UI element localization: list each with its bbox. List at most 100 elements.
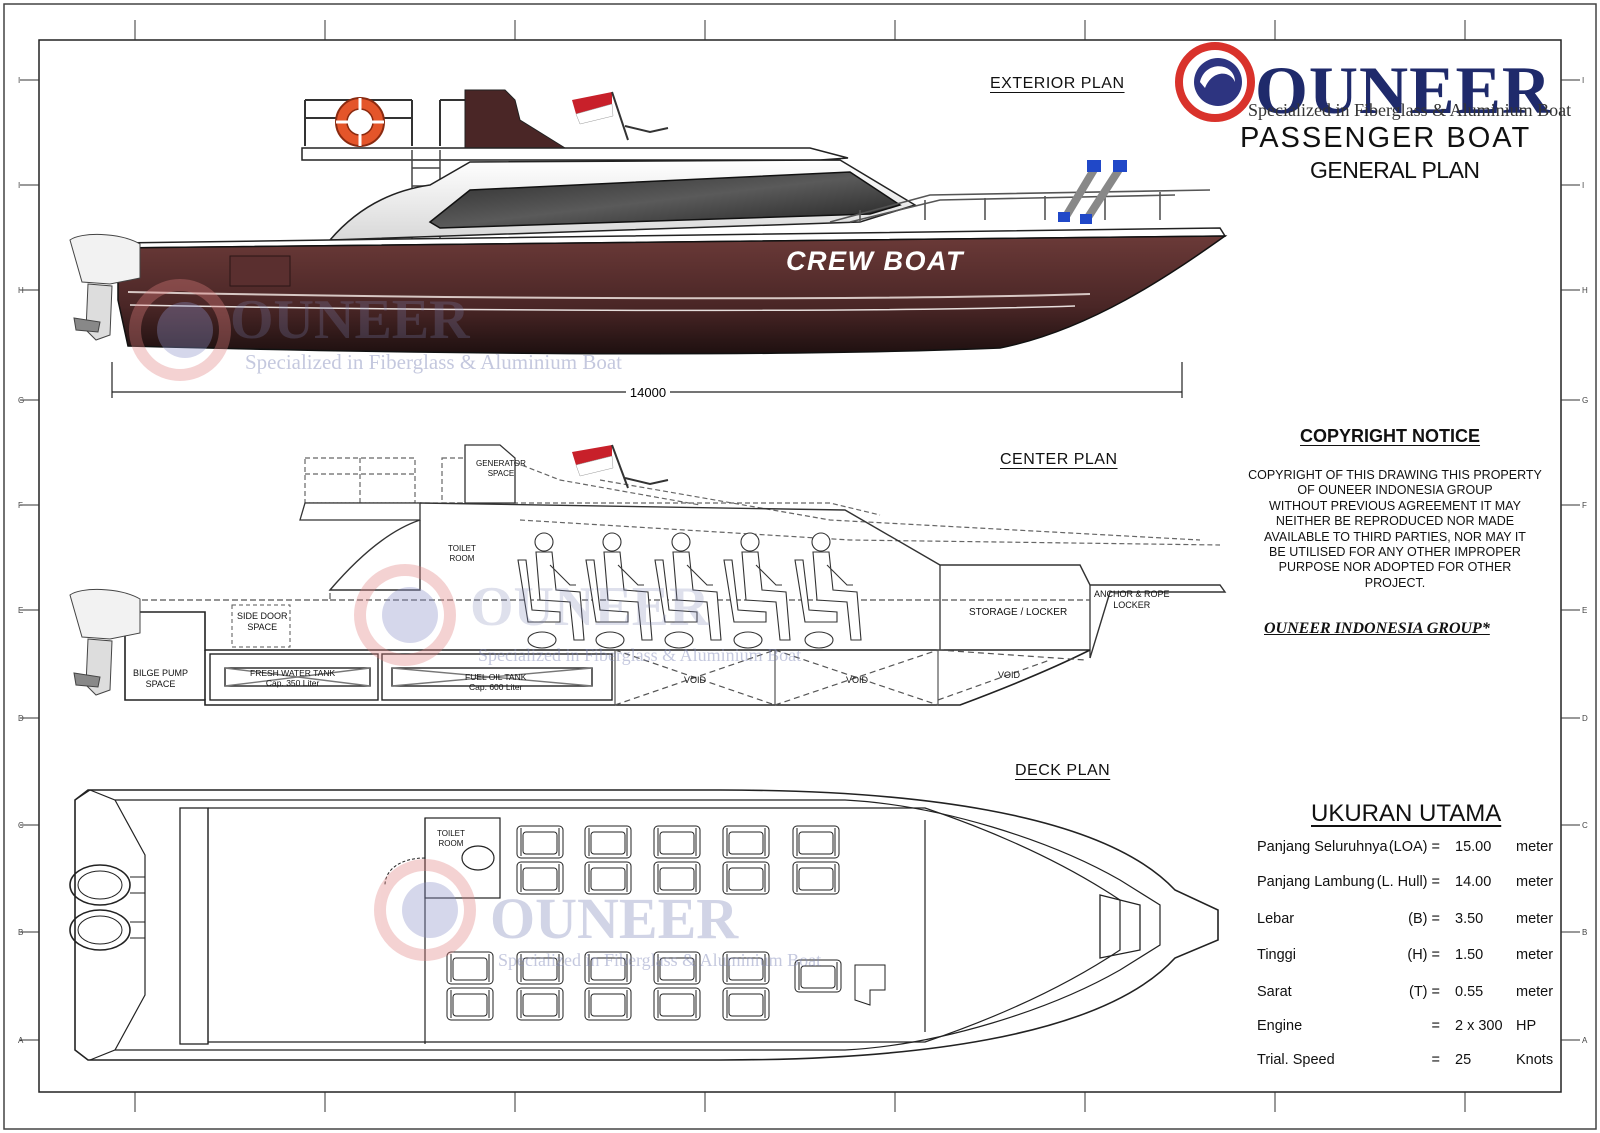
dimension-label: Lebar xyxy=(1257,911,1295,927)
seat-icon xyxy=(792,825,840,859)
border-letter: C xyxy=(18,821,24,830)
passenger-seat-figure xyxy=(585,532,653,649)
storage-locker-label: STORAGE / LOCKER xyxy=(969,607,1068,618)
copyright-line: BE UTILISED FOR ANY OTHER IMPROPER xyxy=(1269,545,1521,560)
dimension-unit: meter xyxy=(1516,984,1554,1000)
watermark-tagline: Specialized in Fiberglass & Aluminium Bo… xyxy=(498,950,822,970)
seat-icon xyxy=(792,861,840,895)
main-dimensions-heading: UKURAN UTAMA xyxy=(1311,800,1502,827)
dimension-value: 14.00 xyxy=(1455,874,1492,890)
border-letter: A xyxy=(1582,1036,1588,1045)
brand-name: OUNEER xyxy=(1255,52,1552,128)
border-letter: F xyxy=(18,501,23,510)
seat-icon xyxy=(446,987,494,1021)
dimension-unit: HP xyxy=(1516,1018,1537,1034)
border-letter: H xyxy=(18,286,24,295)
seat-icon xyxy=(584,825,632,859)
dimension-label: Panjang Seluruhnya xyxy=(1257,839,1388,855)
brand-logo-icon xyxy=(1175,42,1255,122)
border-letter: D xyxy=(1582,714,1588,723)
dimension-label: Sarat xyxy=(1257,984,1292,1000)
seat-icon xyxy=(722,951,770,985)
border-letter: I xyxy=(1582,181,1585,190)
border-letter: B xyxy=(1582,928,1588,937)
watermark-brand: OUNEER xyxy=(470,576,710,638)
passenger-figures xyxy=(517,532,862,649)
void-label: VOID xyxy=(846,675,869,685)
copyright-line: COPYRIGHT OF THIS DRAWING THIS PROPERTY xyxy=(1248,468,1542,482)
watermark-tagline: Specialized in Fiberglass & Aluminium Bo… xyxy=(245,350,622,374)
company-signature: OUNEER INDONESIA GROUP* xyxy=(1264,620,1490,637)
passenger-seat-figure xyxy=(723,532,791,649)
seat-icon xyxy=(584,951,632,985)
seat-icon xyxy=(722,987,770,1021)
seat-rows xyxy=(446,825,842,1021)
void-label: VOID xyxy=(684,675,707,685)
seat-icon xyxy=(722,825,770,859)
copyright-heading: COPYRIGHT NOTICE xyxy=(1300,426,1481,446)
length-dimension: 14000 xyxy=(630,385,666,400)
flag-icon xyxy=(572,444,629,489)
exterior-plan-label: EXTERIOR PLAN xyxy=(990,75,1125,92)
dimension-value: 0.55 xyxy=(1455,984,1484,1000)
outboard-engine-icon xyxy=(69,233,141,341)
border-letter: G xyxy=(18,396,25,405)
border-letter: H xyxy=(1582,286,1588,295)
dimension-value: 3.50 xyxy=(1455,911,1484,927)
outboard-engine-icon xyxy=(69,864,146,906)
dimension-value: 25 xyxy=(1455,1052,1472,1068)
outboard-engines-top xyxy=(69,864,146,951)
watermark-logo xyxy=(129,279,231,381)
copyright-line: WITHOUT PREVIOUS AGREEMENT IT MAY xyxy=(1269,498,1521,513)
passenger-seat-figure xyxy=(517,532,585,649)
void-label: VOID xyxy=(998,670,1021,680)
outboard-engine-icon xyxy=(69,588,141,696)
life-ring-icon xyxy=(335,97,385,147)
copyright-line: NEITHER BE REPRODUCED NOR MADE xyxy=(1275,514,1515,529)
border-letter: G xyxy=(1582,396,1589,405)
seat-icon xyxy=(794,959,842,993)
center-plan xyxy=(69,444,1227,706)
border-letter: E xyxy=(1582,606,1588,615)
flag-icon xyxy=(572,91,629,141)
seat-icon xyxy=(516,987,564,1021)
dimension-label: Panjang Lambung xyxy=(1257,874,1375,890)
exterior-plan: CREW BOAT 14000 xyxy=(69,89,1228,400)
border-letter: I xyxy=(1582,76,1585,85)
watermark-logo xyxy=(374,859,476,961)
dimension-value: 15.00 xyxy=(1455,839,1492,855)
copyright-line: AVAILABLE TO THIRD PARTIES, NOR MAY IT xyxy=(1264,529,1526,544)
dimension-unit: meter xyxy=(1516,839,1554,855)
seat-icon xyxy=(653,825,701,859)
dimension-label: Engine xyxy=(1257,1018,1303,1034)
dimension-unit: Knots xyxy=(1516,1052,1554,1068)
dimension-code: = xyxy=(1431,1018,1440,1034)
border-letter: E xyxy=(18,606,24,615)
passenger-seat-figure xyxy=(794,532,862,649)
fender-icon xyxy=(1058,160,1127,225)
border-letter: B xyxy=(18,928,24,937)
dimension-code: (L. Hull) = xyxy=(1376,874,1440,890)
dimension-code: (T) = xyxy=(1408,984,1440,1000)
length-dimension-line xyxy=(111,362,1183,398)
seat-icon xyxy=(584,861,632,895)
dimension-label: Trial. Speed xyxy=(1257,1052,1335,1068)
dimension-value: 1.50 xyxy=(1455,947,1484,963)
border-letter: I xyxy=(18,181,21,190)
dimension-code: (H) = xyxy=(1407,947,1440,963)
center-plan-label: CENTER PLAN xyxy=(1000,451,1118,468)
dimension-code: (B) = xyxy=(1408,911,1440,927)
seat-icon xyxy=(446,951,494,985)
seat-icon xyxy=(584,987,632,1021)
border-letter: D xyxy=(18,714,24,723)
deck-plan-label: DECK PLAN xyxy=(1015,762,1111,779)
seat-icon xyxy=(653,987,701,1021)
